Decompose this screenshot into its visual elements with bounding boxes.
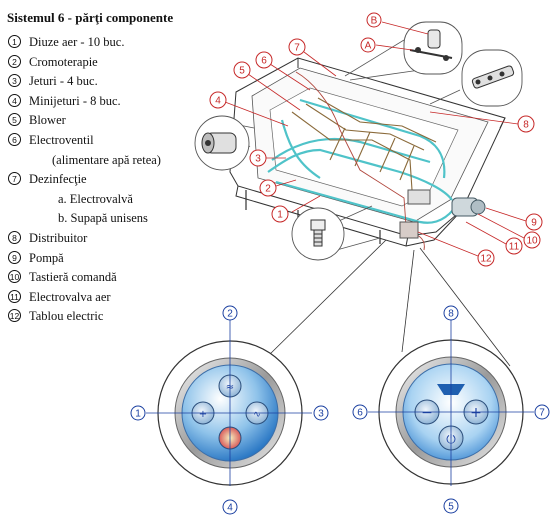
callout-5-label: 5 xyxy=(239,66,245,77)
panel-right-label-top: 8 xyxy=(448,309,454,320)
panel-left-label-right: 3 xyxy=(318,409,324,420)
plus-icon: + xyxy=(199,409,207,420)
callout-8-label: 8 xyxy=(523,120,529,131)
electric-panel xyxy=(400,222,418,238)
control-panel-right: − + ⏻ 8 6 7 5 xyxy=(353,306,549,513)
control-panel-left: ≈ + ∿ 2 1 3 4 xyxy=(131,306,328,514)
callout-2-label: 2 xyxy=(265,184,271,195)
air-icon: ∿ xyxy=(253,410,261,420)
plus-icon: + xyxy=(470,405,482,421)
panel-left-label-bottom: 4 xyxy=(227,503,233,514)
callout-a-label: A xyxy=(365,41,372,52)
callout-4-label: 4 xyxy=(215,96,221,107)
callout-9-label: 9 xyxy=(531,218,537,229)
panel-right-label-bottom: 5 xyxy=(448,502,454,513)
panel-right-label-left: 6 xyxy=(357,408,363,419)
callout-10-label: 10 xyxy=(526,236,538,247)
disinfection-detail-bubble xyxy=(345,22,462,80)
minus-icon: − xyxy=(421,405,433,421)
callout-b-label: B xyxy=(371,16,378,27)
panel-left-label-top: 2 xyxy=(227,309,233,320)
callout-3-label: 3 xyxy=(255,154,261,165)
panel-left-label-left: 1 xyxy=(135,409,141,420)
pump xyxy=(452,198,485,216)
callout-6-label: 6 xyxy=(261,56,267,67)
callout-11-label: 11 xyxy=(509,242,520,253)
callout-7-label: 7 xyxy=(294,43,300,54)
callout-11: 11 xyxy=(466,222,522,254)
callout-9: 9 xyxy=(486,208,542,230)
panel-right-label-right: 7 xyxy=(539,408,545,419)
callout-12-label: 12 xyxy=(480,254,492,265)
callout-1-label: 1 xyxy=(277,210,283,221)
distributor-box xyxy=(408,190,430,204)
